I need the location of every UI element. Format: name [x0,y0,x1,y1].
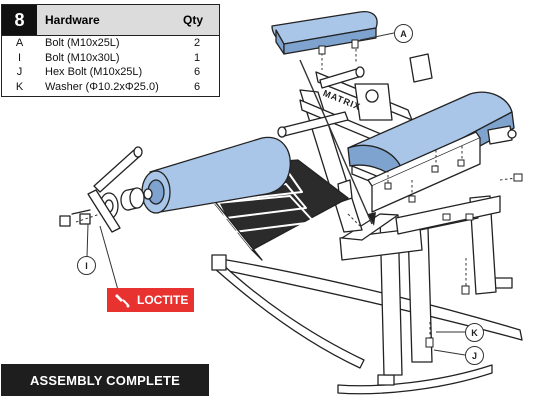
qty-header: Qty [183,13,204,27]
base-frame [211,254,523,395]
arrow-icon [368,212,376,226]
hardware-description: Bolt (M10x25L) [45,37,120,49]
hardware-title: Hardware [45,13,100,27]
hardware-qty: 6 [193,80,201,93]
callout-k: K [465,323,484,342]
chest-pad [271,10,378,55]
hardware-row: I Bolt (M10x30L) 1 [2,51,219,66]
glue-tube-icon [115,294,130,308]
mounting-plate [367,131,481,213]
hardware-table: 8 Hardware Qty A Bolt (M10x25L) 2 I Bolt… [1,4,220,97]
assembly-complete-banner: ASSEMBLY COMPLETE [1,364,209,396]
hardware-table-header: 8 Hardware Qty [2,5,219,36]
hardware-letter: J [16,66,23,78]
hardware-letter: K [15,80,24,93]
hardware-row: A Bolt (M10x25L) 2 [2,36,219,51]
hardware-description: Bolt (M10x30L) [45,51,120,64]
hardware-description: Washer (Φ10.2xΦ25.0) [45,80,159,93]
leg-roller-pad [141,136,291,214]
callout-j: J [465,346,484,365]
hardware-row: J Hex Bolt (M10x25L) 6 [2,65,219,80]
hardware-letter: I [17,51,22,64]
callout-a: A [394,24,413,43]
adjustment-pin [487,125,517,145]
hardware-qty: 2 [193,37,201,49]
loctite-badge: LOCTITE [107,288,194,312]
step-number: 8 [2,5,37,35]
hardware-description: Hex Bolt (M10x25L) [45,66,143,78]
hardware-letter: A [15,37,24,49]
callout-leaders [86,32,466,356]
roller-hardware [59,146,145,233]
bolts [318,39,523,348]
loctite-label: LOCTITE [137,293,189,307]
handle-bars [277,66,365,203]
hardware-qty: 1 [193,51,201,64]
hardware-row: K Washer (Φ10.2xΦ25.0) 6 [2,80,219,95]
hardware-qty: 6 [193,66,201,78]
callout-i: I [77,256,96,275]
